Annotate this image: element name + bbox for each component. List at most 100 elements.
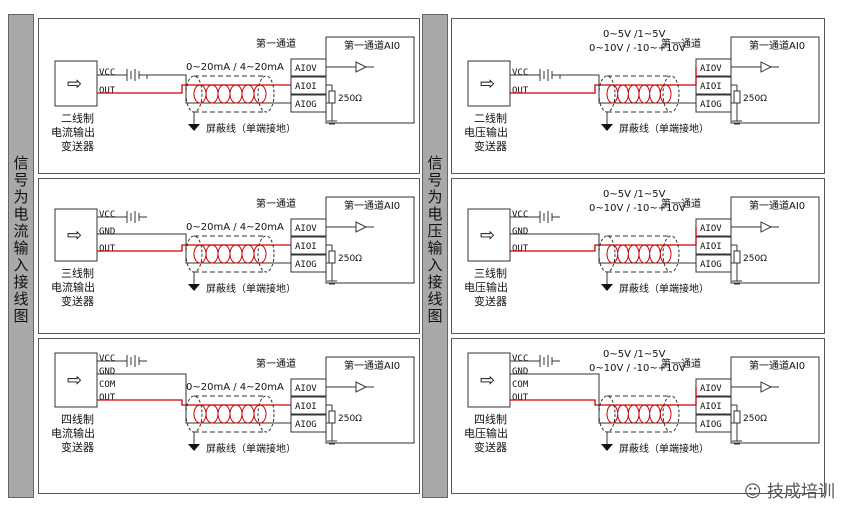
pin-label-out: OUT <box>512 244 529 254</box>
pin-label-out: OUT <box>99 393 116 403</box>
terminal-label-aioi: AIOI <box>295 242 317 252</box>
terminal-label-aiov: AIOV <box>700 224 722 234</box>
buffer-icon <box>760 61 773 73</box>
channel-label: 第一通道 <box>256 357 296 370</box>
terminal-label-aioi: AIOI <box>295 82 317 92</box>
wiring-diagram: ⇨VCCGNDCOMOUT第一通道AI0第一通道AIOVAIOIAIOG250Ω… <box>51 352 415 455</box>
caption-line-1: 三线制 <box>61 266 94 280</box>
resistor-value: 250Ω <box>338 254 362 264</box>
twisted-pair <box>606 244 672 264</box>
terminal-label-aioi: AIOI <box>295 402 317 412</box>
watermark-text: 技成培训 <box>767 482 835 502</box>
shield-end-right <box>662 75 680 113</box>
terminal-label-aiog: AIOG <box>295 420 317 430</box>
shield-end-right <box>257 235 275 273</box>
twisted-pair <box>193 84 267 104</box>
buffer-icon <box>760 221 773 233</box>
return-wire <box>97 233 291 264</box>
pin-label-vcc: VCC <box>512 68 528 78</box>
caption-line-1: 四线制 <box>61 412 94 426</box>
shield-end-right <box>662 395 680 433</box>
shield-ground-icon <box>188 284 200 291</box>
channel-label: 第一通道 <box>661 357 701 370</box>
signal-wire <box>510 227 697 252</box>
module-title: 第一通道AI0 <box>749 199 805 212</box>
buffer-icon <box>355 61 368 73</box>
pin-label-vcc: VCC <box>99 354 115 364</box>
caption-line-1: 二线制 <box>61 111 94 125</box>
transmitter-box <box>467 60 511 107</box>
shield-end-right <box>257 395 275 433</box>
shield-label: 屏蔽线（单端接地） <box>206 442 296 455</box>
io-module-box <box>730 356 820 444</box>
buffer-icon <box>355 381 368 393</box>
return-wire <box>97 373 291 424</box>
caption-line-3: 变送器 <box>61 440 94 454</box>
arrow-icon: ⇨ <box>480 74 495 95</box>
transmitter-box <box>54 352 98 408</box>
arrow-icon: ⇨ <box>480 225 495 246</box>
shield-ground-icon <box>601 124 613 131</box>
caption-line-3: 变送器 <box>61 139 94 153</box>
caption-line-2: 电压输出 <box>464 125 508 139</box>
return-wire <box>510 373 696 424</box>
twisted-pair <box>193 244 267 264</box>
caption-line-1: 三线制 <box>474 266 507 280</box>
io-module-box <box>325 36 415 124</box>
watermark: ☺ 技成培训 <box>744 477 835 502</box>
module-title: 第一通道AI0 <box>749 359 805 372</box>
pin-label-vcc: VCC <box>512 354 528 364</box>
range-label-2: 0~10V / -10~+10V <box>589 203 686 214</box>
shield-label: 屏蔽线（单端接地） <box>619 442 709 455</box>
terminal-label-aiov: AIOV <box>295 64 317 74</box>
resistor-icon <box>733 250 741 264</box>
channel-label: 第一通道 <box>256 37 296 50</box>
range-label: 0~20mA / 4~20mA <box>186 222 284 233</box>
transmitter-box <box>467 352 511 408</box>
transmitter-box <box>54 60 98 107</box>
pin-label-com: COM <box>512 380 529 390</box>
channel-label: 第一通道 <box>661 197 701 210</box>
range-label-1: 0~5V /1~5V <box>603 29 666 40</box>
terminal-label-aioi: AIOI <box>700 242 722 252</box>
terminal-label-aiog: AIOG <box>700 420 722 430</box>
pin-label-out: OUT <box>99 86 116 96</box>
arrow-icon: ⇨ <box>67 74 82 95</box>
module-title: 第一通道AI0 <box>749 39 805 52</box>
twisted-pair <box>606 84 672 104</box>
io-module-box <box>730 36 820 124</box>
buffer-icon <box>760 381 773 393</box>
caption-line-2: 电压输出 <box>464 426 508 440</box>
transmitter-box <box>54 208 98 262</box>
twisted-pair <box>606 404 672 424</box>
current-input-side-label: 信号为电流输入接线图 <box>8 14 34 498</box>
module-title: 第一通道AI0 <box>344 359 400 372</box>
wiring-diagram: ⇨VCCGNDOUT第一通道AI0第一通道AIOVAIOIAIOG250Ω屏蔽线… <box>51 196 415 308</box>
shield-label: 屏蔽线（单端接地） <box>619 122 709 135</box>
channel-label: 第一通道 <box>256 197 296 210</box>
caption-line-3: 变送器 <box>474 440 507 454</box>
pin-label-vcc: VCC <box>99 210 115 220</box>
signal-wire <box>510 387 697 406</box>
pin-label-gnd: GND <box>512 227 528 237</box>
voltage-input-side-text: 信号为电压输入接线图 <box>427 154 443 325</box>
pin-label-gnd: GND <box>99 227 115 237</box>
shield-label: 屏蔽线（单端接地） <box>619 282 709 295</box>
arrow-icon: ⇨ <box>480 370 495 391</box>
buffer-icon <box>355 221 368 233</box>
io-module-box <box>325 356 415 444</box>
terminal-label-aioi: AIOI <box>700 402 722 412</box>
caption-line-2: 电流输出 <box>51 426 95 440</box>
terminal-label-aiog: AIOG <box>295 100 317 110</box>
range-label-1: 0~5V /1~5V <box>603 349 666 360</box>
resistor-value: 250Ω <box>743 254 767 264</box>
io-module-box <box>730 196 820 284</box>
range-label: 0~20mA / 4~20mA <box>186 382 284 393</box>
resistor-value: 250Ω <box>743 94 767 104</box>
shield-end-right <box>257 75 275 113</box>
shield-label: 屏蔽线（单端接地） <box>206 122 296 135</box>
